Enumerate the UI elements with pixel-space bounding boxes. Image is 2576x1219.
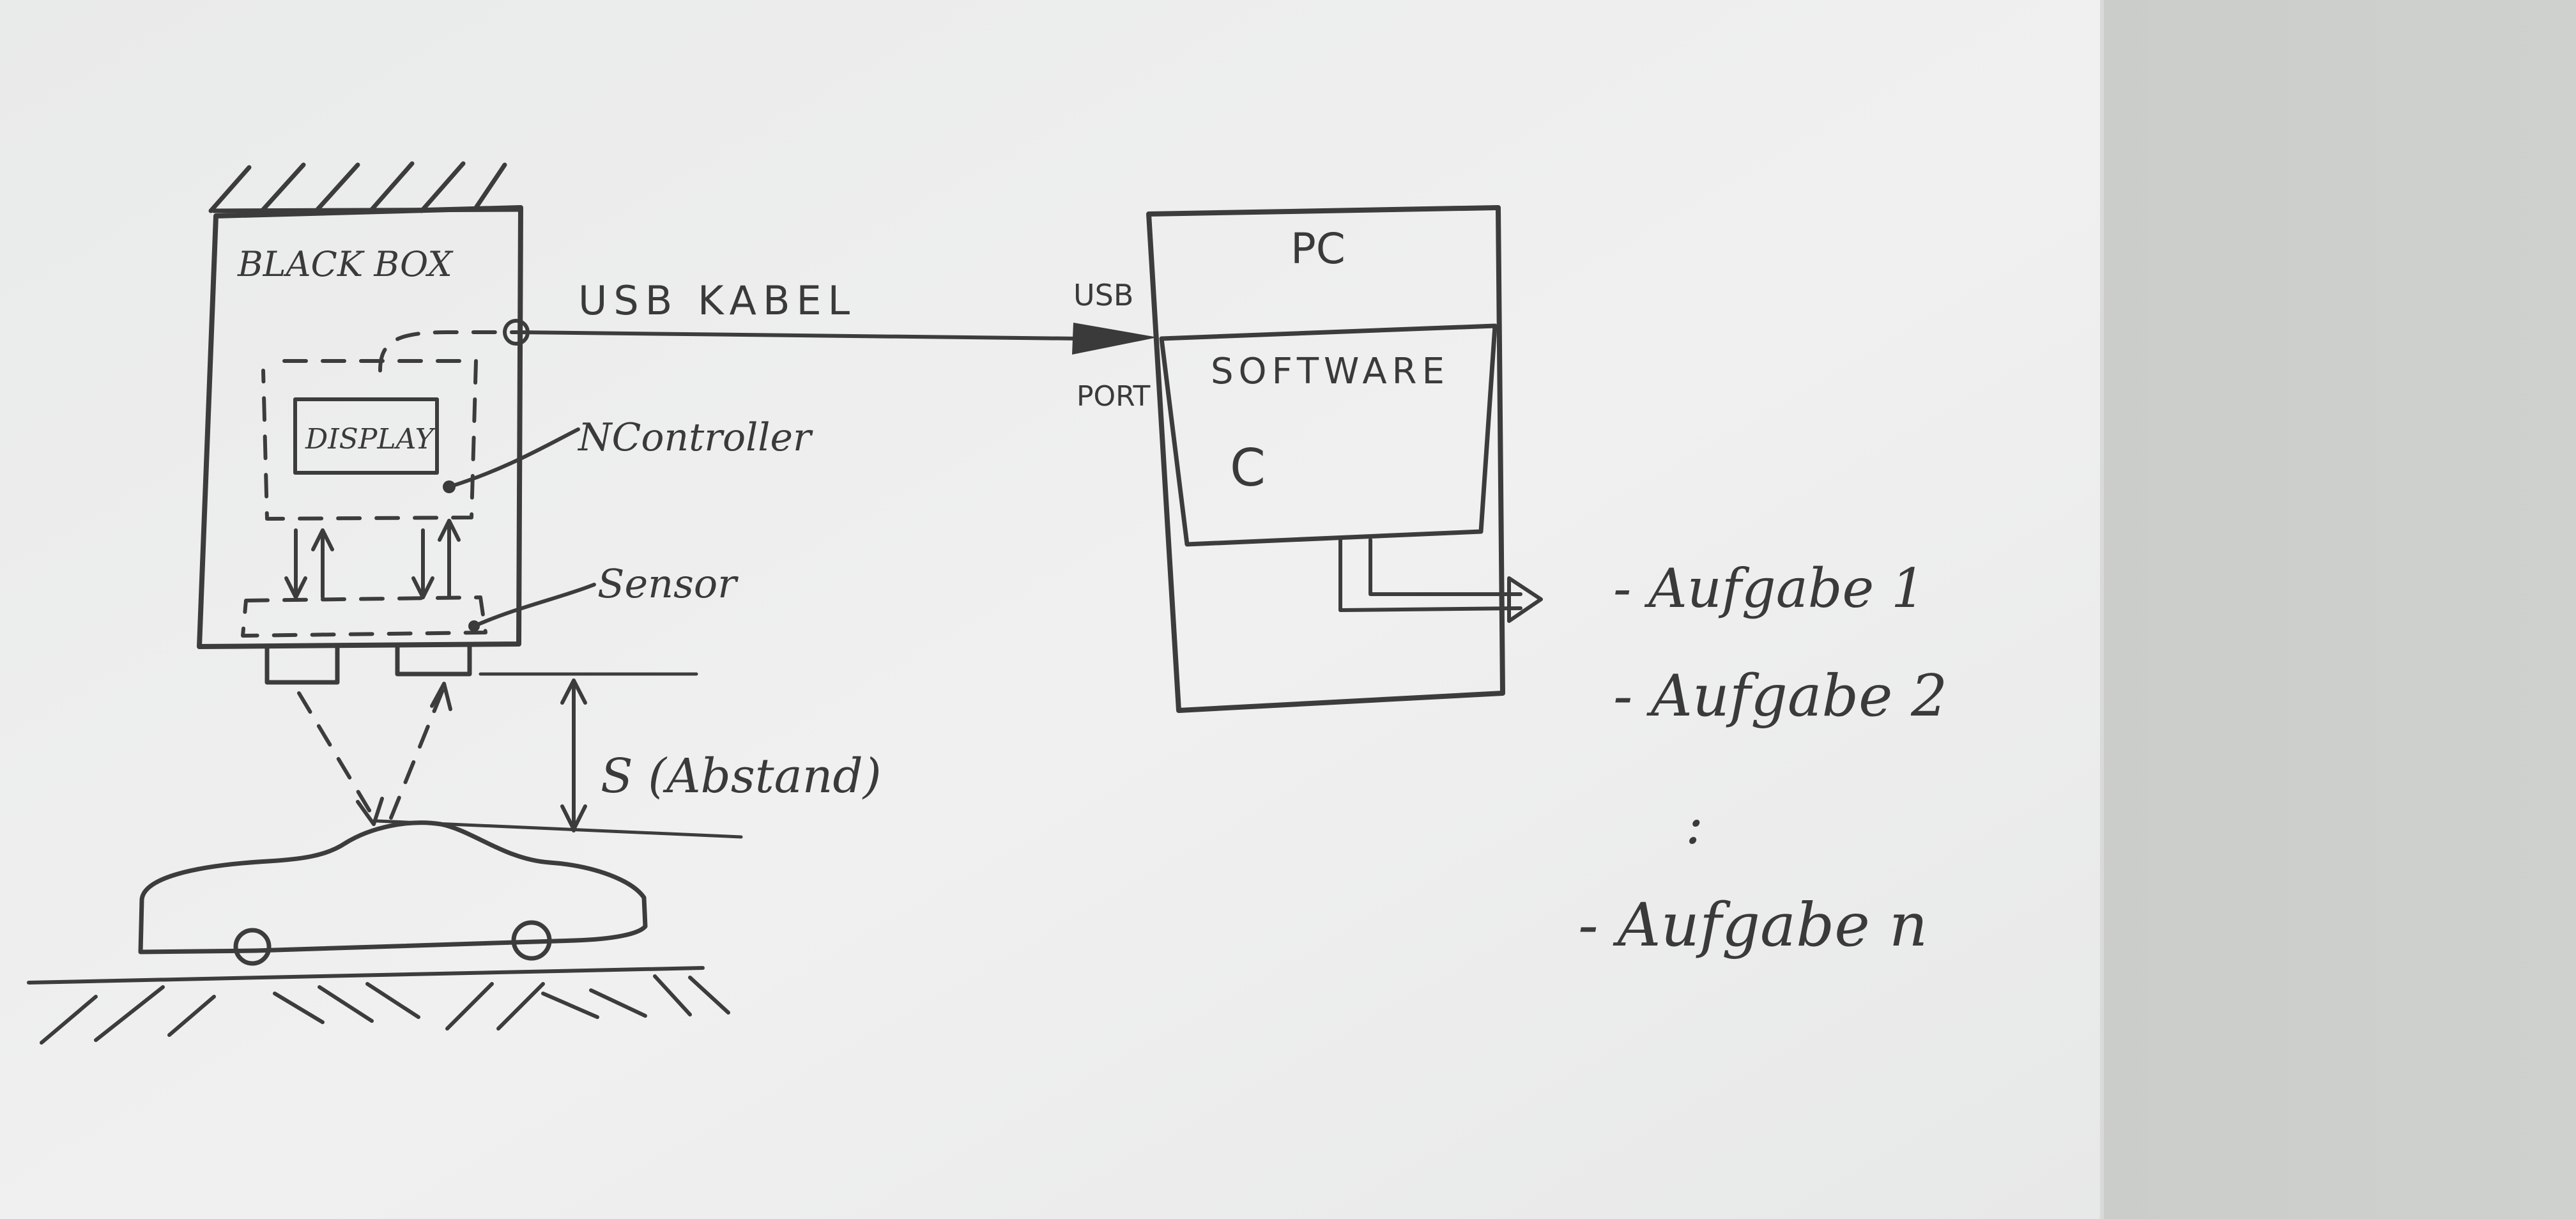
black-box-outline bbox=[197, 205, 523, 649]
software-label: SOFTWARE bbox=[1211, 351, 1450, 392]
car-body bbox=[138, 820, 648, 954]
sensor-beams bbox=[297, 685, 446, 820]
pc-outline bbox=[1146, 205, 1505, 713]
task-item: - Aufgabe 2 bbox=[1613, 663, 1947, 730]
controller-dashed-box bbox=[261, 359, 478, 521]
controller-sensor-arrows bbox=[284, 519, 461, 599]
distance-label: S (Abstand) bbox=[601, 749, 882, 804]
pc-title: PC bbox=[1291, 224, 1346, 273]
task-item: - Aufgabe n bbox=[1578, 891, 1928, 960]
output-arrowhead-icon bbox=[1507, 576, 1543, 623]
cable-label: USB KABEL bbox=[578, 277, 856, 324]
paper-sheet bbox=[0, 0, 2102, 1219]
usb-port-label-top: USB bbox=[1073, 278, 1133, 312]
task-item: - Aufgabe 1 bbox=[1613, 557, 1925, 620]
front-wheel bbox=[233, 928, 272, 966]
black-box-title: BLACK BOX bbox=[237, 244, 454, 284]
black-box: BLACK BOX DISPLAY NController Sensor bbox=[197, 161, 813, 685]
usb-port-label-bottom: PORT bbox=[1077, 380, 1151, 413]
display-box bbox=[293, 397, 439, 475]
rear-wheel bbox=[511, 920, 552, 961]
car bbox=[138, 820, 648, 966]
controller-label: NController bbox=[577, 415, 813, 460]
cable-arrowhead-icon bbox=[1072, 323, 1158, 355]
software-box bbox=[1159, 323, 1498, 547]
task-list: - Aufgabe 1 - Aufgabe 2 : - Aufgabe n bbox=[1578, 557, 1947, 960]
sensor-mount-left bbox=[264, 644, 340, 685]
display-label: DISPLAY bbox=[305, 423, 436, 456]
usb-cable: USB KABEL bbox=[378, 277, 1158, 372]
ground bbox=[27, 966, 730, 1045]
pc: PC USB PORT SOFTWARE C bbox=[1073, 205, 1543, 713]
sensor-label: Sensor bbox=[597, 560, 739, 607]
sensor-mount-right bbox=[395, 644, 472, 677]
distance-indicator: S (Abstand) bbox=[375, 672, 882, 839]
sensor-dashed-box bbox=[241, 595, 487, 638]
language-label: C bbox=[1230, 438, 1266, 498]
task-ellipsis: : bbox=[1685, 793, 1703, 856]
